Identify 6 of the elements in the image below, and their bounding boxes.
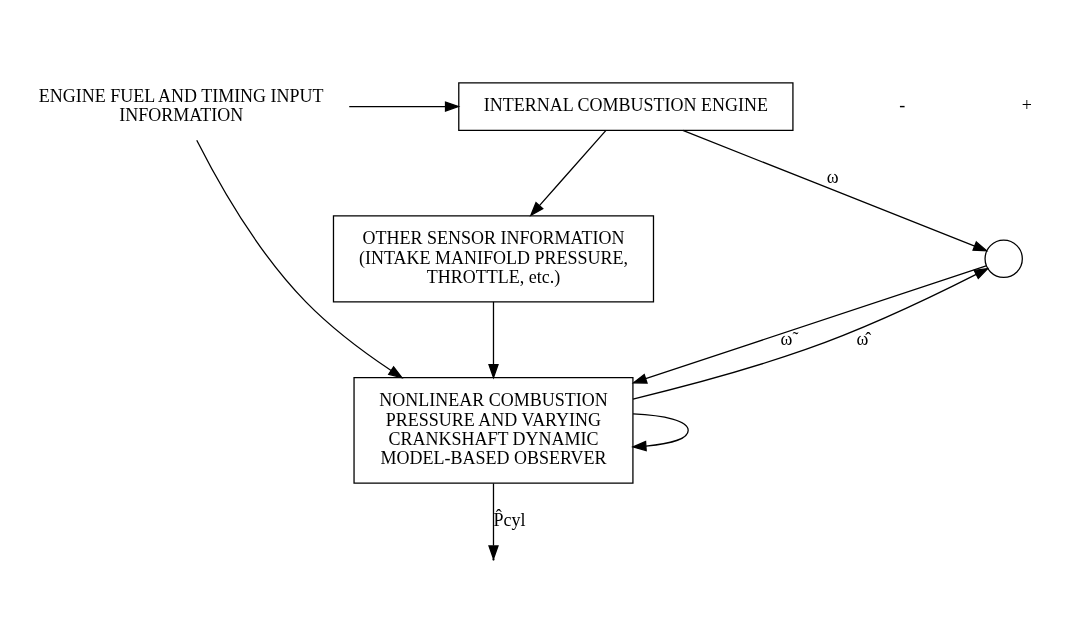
label: + (1021, 95, 1032, 116)
edge-label: ω̂ (856, 328, 869, 349)
edge-label: ω (826, 166, 839, 187)
node-text: ENGINE FUEL AND TIMING INPUT INFORMATION (38, 85, 324, 125)
label: - (899, 95, 906, 116)
edge-label: P̂cyl (493, 509, 526, 530)
